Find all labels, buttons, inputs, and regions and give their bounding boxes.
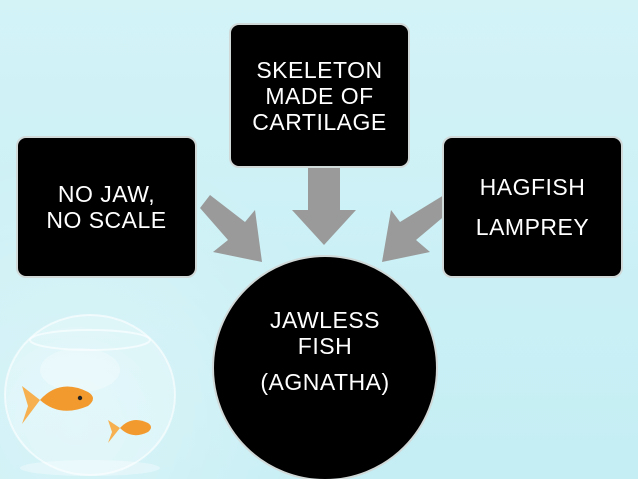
node-line: JAWLESS (269, 307, 380, 333)
goldfish-bowl-icon (4, 314, 176, 476)
arrow-right-down (200, 195, 262, 262)
arrow-left-down (382, 195, 454, 262)
node-line: HAGFISH (479, 174, 586, 200)
node-line: CARTILAGE (252, 108, 387, 135)
node-line: MADE OF (265, 82, 374, 109)
node-no-jaw-no-scale: NO JAW, NO SCALE (16, 136, 197, 278)
node-hagfish-lamprey: HAGFISH LAMPREY (442, 136, 623, 278)
node-skeleton-cartilage: SKELETON MADE OF CARTILAGE (229, 23, 410, 168)
node-line: (AGNATHA) (260, 369, 390, 395)
node-line: SKELETON (256, 56, 383, 83)
node-line: NO SCALE (46, 207, 167, 233)
node-line: NO JAW, (57, 181, 156, 207)
arrow-down (292, 168, 356, 245)
node-line: LAMPREY (475, 214, 590, 240)
node-line: FISH (297, 333, 353, 359)
node-jawless-fish: JAWLESS FISH (AGNATHA) (212, 255, 438, 479)
